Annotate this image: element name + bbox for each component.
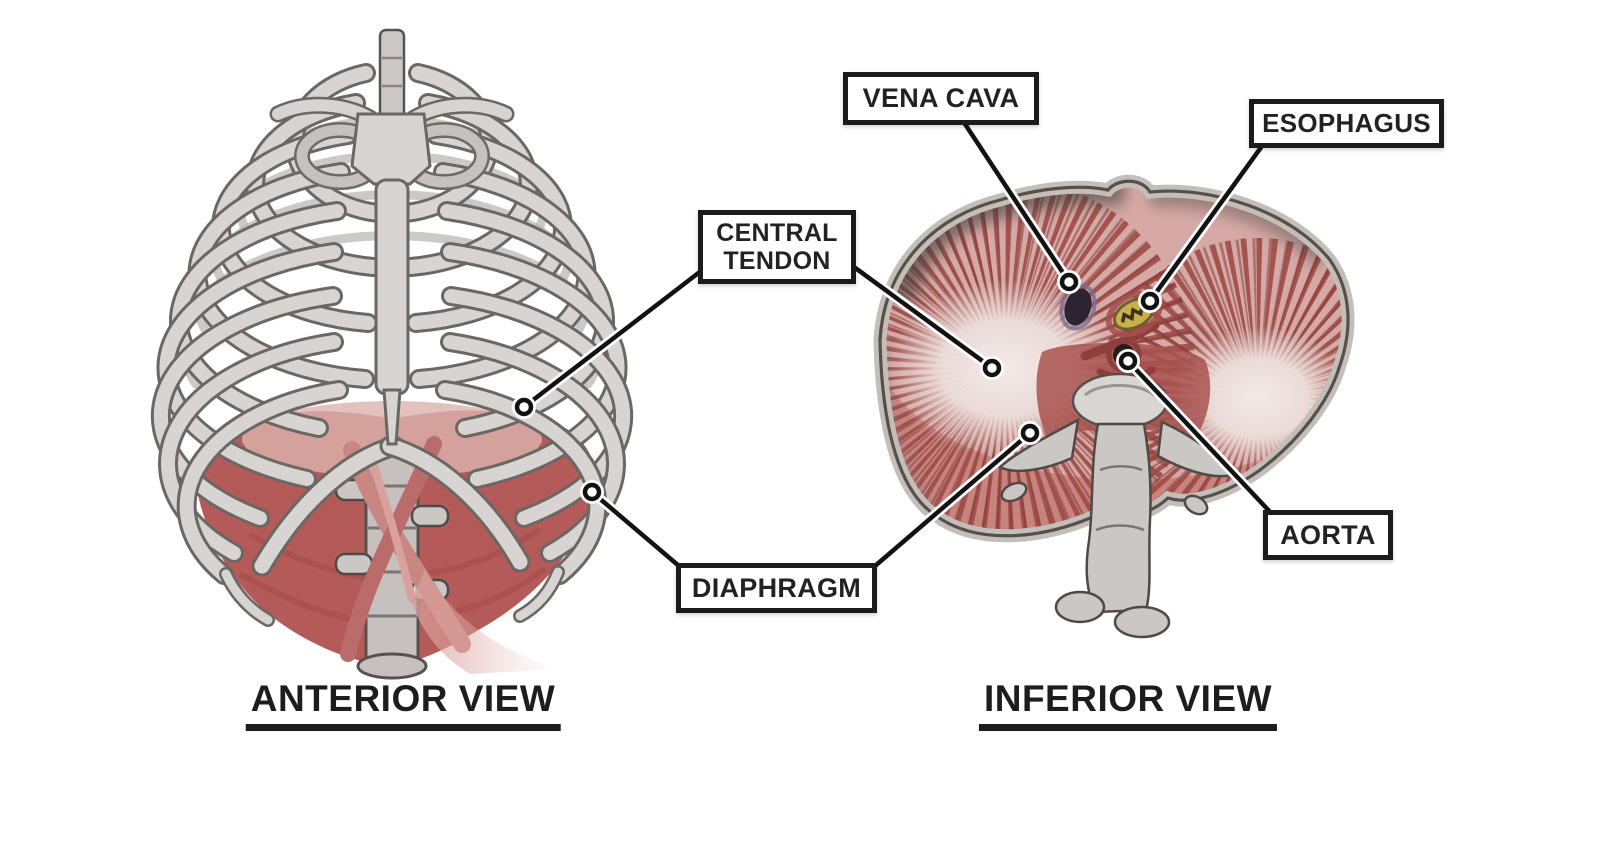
marker-dot-aorta — [1116, 349, 1140, 373]
marker-dot-vena-cava — [1057, 270, 1081, 294]
sternum-and-clavicles — [269, 28, 515, 446]
anterior-view-illustration — [150, 28, 634, 680]
inferior-view-illustration — [873, 174, 1355, 639]
leader-line-aorta — [1123, 356, 1277, 519]
label-central-tendon-text: CENTRAL TENDON — [716, 219, 838, 275]
marker-dot-diaphragm-anterior — [580, 480, 604, 504]
leader-line-central-tendon-inferior — [849, 262, 997, 373]
leader-line-diaphragm-inferior — [870, 428, 1035, 571]
costal-arch — [251, 435, 531, 577]
label-esophagus-text: ESOPHAGUS — [1262, 107, 1431, 138]
label-diaphragm: DIAPHRAGM — [676, 563, 877, 613]
leader-line-esophagus — [1145, 141, 1267, 306]
marker-dot-central-tendon-anterior — [512, 395, 536, 419]
label-central-tendon: CENTRAL TENDON — [698, 210, 856, 284]
marker-dot-central-tendon-inferior — [980, 356, 1004, 380]
marker-dot-esophagus — [1138, 289, 1162, 313]
label-vena-cava: VENA CAVA — [843, 72, 1039, 125]
label-vena-cava-text: VENA CAVA — [862, 83, 1020, 114]
inferior-view-title: INFERIOR VIEW — [978, 678, 1278, 731]
vena-cava-opening — [1059, 283, 1097, 331]
label-diaphragm-text: DIAPHRAGM — [691, 572, 862, 603]
label-esophagus: ESOPHAGUS — [1249, 99, 1444, 148]
label-aorta-text: AORTA — [1280, 519, 1376, 550]
leader-line-central-tendon-anterior — [519, 266, 706, 412]
anterior-view-title: ANTERIOR VIEW — [245, 678, 561, 731]
rib-arcs — [150, 63, 634, 627]
leader-lines — [519, 119, 1277, 571]
leader-line-diaphragm-anterior — [587, 487, 684, 571]
marker-dot-diaphragm-inferior — [1018, 421, 1042, 445]
marker-dots — [512, 270, 1162, 504]
leader-line-vena-cava — [960, 119, 1074, 287]
label-aorta: AORTA — [1263, 510, 1393, 560]
